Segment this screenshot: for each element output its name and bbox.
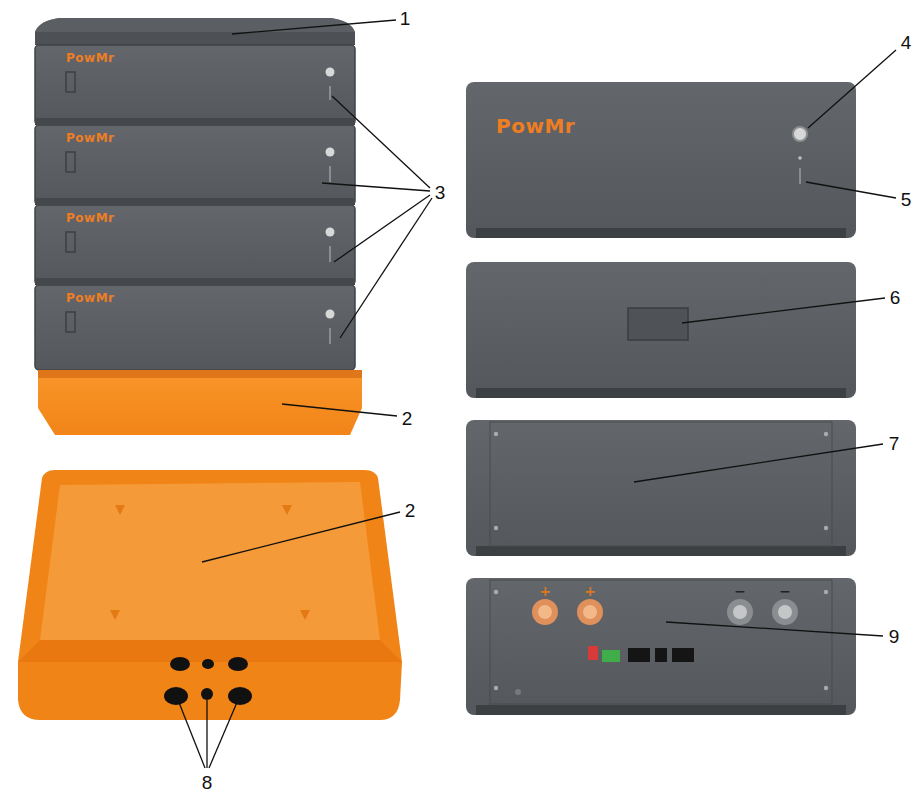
polarity-sign: + xyxy=(539,584,551,598)
callout-number: 3 xyxy=(435,183,446,202)
callout-number: 4 xyxy=(901,33,912,52)
callout-number: 5 xyxy=(901,190,912,209)
polarity-sign: − xyxy=(779,584,791,598)
callout-number: 2 xyxy=(405,501,416,520)
polarity-sign: + xyxy=(584,584,596,598)
brand-logo: PowMr xyxy=(66,212,114,224)
brand-logo: PowMr xyxy=(66,132,114,144)
callout-number: 9 xyxy=(889,627,900,646)
brand-logo: PowMr xyxy=(496,116,575,136)
callout-number: 1 xyxy=(400,9,411,28)
callout-number: 7 xyxy=(889,434,900,453)
brand-logo: PowMr xyxy=(66,52,114,64)
callout-number: 8 xyxy=(202,773,213,792)
callout-number: 6 xyxy=(890,288,901,307)
brand-logo: PowMr xyxy=(66,292,114,304)
polarity-sign: − xyxy=(734,584,746,598)
callout-number: 2 xyxy=(402,409,413,428)
